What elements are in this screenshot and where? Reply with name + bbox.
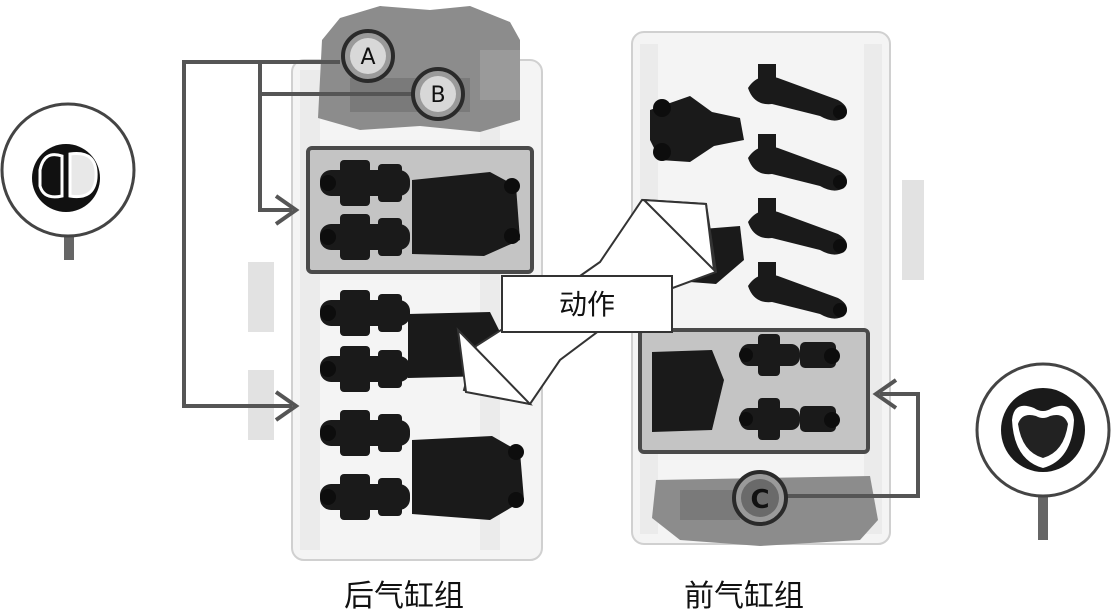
- deactivated-cam-icon: [2, 104, 134, 260]
- valve-b-label: B: [430, 83, 445, 108]
- action-label: 动作: [559, 288, 615, 321]
- activated-cam-icon: [977, 364, 1109, 540]
- rear-bank-caption: 后气缸组: [344, 579, 464, 614]
- valve-c-label: C: [750, 485, 769, 515]
- valve-b-badge: B: [413, 69, 463, 119]
- valve-a-badge: A: [343, 31, 393, 81]
- valve-c-badge: C: [734, 472, 786, 524]
- valve-a-label: A: [360, 45, 375, 70]
- front-bank-caption: 前气缸组: [684, 579, 804, 614]
